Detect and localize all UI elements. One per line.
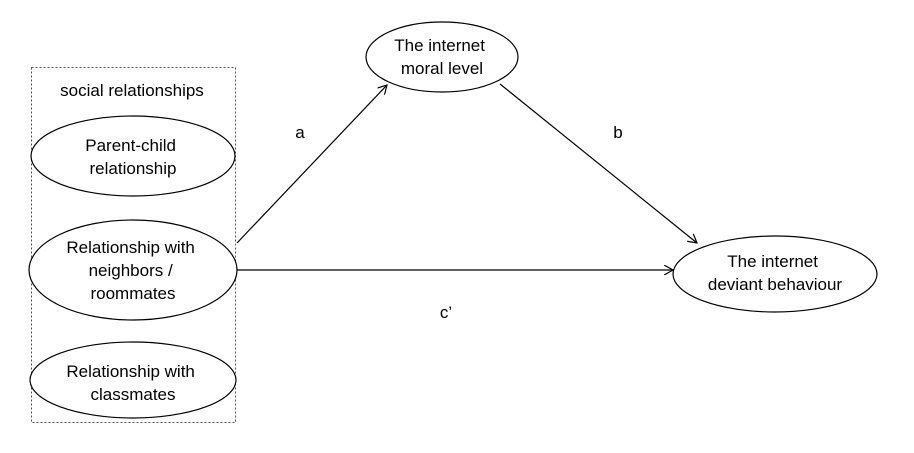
node-neighbors-roommates: Relationship with neighbors / roommates: [28, 219, 238, 321]
parent-child-label: Parent-child relationship: [85, 136, 180, 178]
deviant-behaviour-ellipse: [672, 235, 878, 313]
arrow-a: [236, 85, 387, 244]
path-label-a: a: [295, 123, 305, 142]
moral-level-label-line-2: moral level: [401, 59, 483, 78]
neighbors-label-line-1: Relationship with: [66, 238, 195, 257]
neighbors-label: Relationship with neighbors / roommates: [66, 238, 199, 303]
moral-level-label: The internet moral level: [394, 36, 489, 78]
deviant-behaviour-label: The internet deviant behaviour: [708, 252, 843, 294]
classmates-label-line-1: Relationship with: [66, 362, 195, 381]
node-internet-moral-level: The internet moral level: [365, 21, 519, 93]
moral-level-ellipse: [365, 21, 519, 93]
path-label-c-prime: c’: [440, 303, 452, 322]
deviant-behaviour-label-line-1: The internet: [727, 252, 818, 271]
arrow-b: [499, 83, 697, 243]
social-relationships-group-box: [31, 67, 236, 423]
node-classmates: Relationship with classmates: [29, 341, 237, 419]
neighbors-label-line-3: roommates: [90, 284, 175, 303]
classmates-label-line-2: classmates: [90, 385, 175, 404]
classmates-ellipse: [29, 341, 237, 419]
parent-child-ellipse: [30, 115, 236, 197]
deviant-behaviour-label-line-2: deviant behaviour: [708, 275, 843, 294]
node-parent-child-relationship: Parent-child relationship: [30, 115, 236, 197]
node-internet-deviant-behaviour: The internet deviant behaviour: [672, 235, 878, 313]
parent-child-label-line-2: relationship: [90, 159, 177, 178]
parent-child-label-line-1: Parent-child: [85, 136, 176, 155]
group-title: social relationships: [60, 81, 204, 100]
path-label-b: b: [613, 123, 622, 142]
neighbors-label-line-2: neighbors /: [89, 261, 173, 280]
classmates-label: Relationship with classmates: [66, 362, 199, 404]
moral-level-label-line-1: The internet: [394, 36, 485, 55]
